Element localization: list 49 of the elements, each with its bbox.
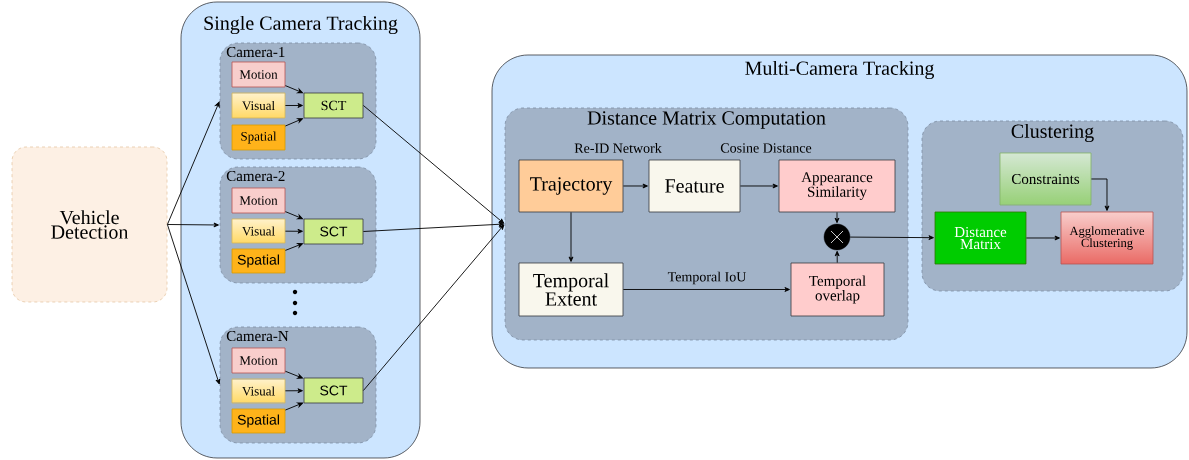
process-box: Visual [231, 92, 286, 119]
arrow [834, 250, 840, 264]
process-box: Trajectory [518, 159, 624, 213]
arrow [739, 183, 778, 189]
process-box: Distance Matrix [934, 211, 1027, 265]
process-box: Visual [231, 218, 286, 244]
process-box: Constraints [999, 152, 1092, 206]
arrow [284, 402, 303, 411]
process-box: Visual [231, 378, 286, 404]
arrow [1090, 178, 1110, 211]
process-box: Motion [231, 347, 286, 374]
arrow [1025, 235, 1060, 241]
multiply-symbol [823, 223, 851, 251]
arrow [849, 235, 934, 241]
arrow [284, 103, 303, 108]
arrow [568, 211, 574, 262]
edge-label: Temporal IoU [667, 271, 747, 285]
arrow [166, 222, 219, 228]
process-box: SCT [303, 218, 364, 245]
edge-label: Re-ID Network [574, 143, 662, 153]
arrow [284, 228, 303, 234]
process-box: Vehicle Detection [11, 146, 168, 303]
arrow [362, 221, 504, 232]
process-box: Temporal Extent [518, 262, 624, 317]
arrow [362, 224, 505, 391]
process-box: Appearance Similarity [778, 159, 896, 213]
process-box: Spatial [231, 248, 286, 274]
arrow [284, 243, 303, 251]
process-box: Spatial [231, 124, 286, 151]
process-box: Feature [648, 159, 741, 213]
arrow [284, 370, 303, 379]
process-box: Agglomerative Clustering [1060, 211, 1154, 265]
arrow [284, 118, 303, 127]
arrow [362, 105, 505, 224]
process-box: Motion [231, 61, 286, 88]
process-box: Motion [231, 187, 286, 214]
arrow [834, 211, 840, 224]
arrow [166, 101, 220, 225]
process-box: SCT [303, 377, 364, 404]
arrow [284, 388, 303, 394]
arrow [166, 224, 221, 385]
process-box: Temporal overlap [790, 262, 885, 317]
arrow [622, 287, 790, 292]
edge-label: Cosine Distance [720, 143, 812, 153]
process-box: Spatial [231, 408, 286, 434]
arrow [622, 183, 648, 189]
process-box: SCT [303, 92, 364, 119]
arrow [284, 85, 303, 94]
arrow [284, 211, 303, 220]
